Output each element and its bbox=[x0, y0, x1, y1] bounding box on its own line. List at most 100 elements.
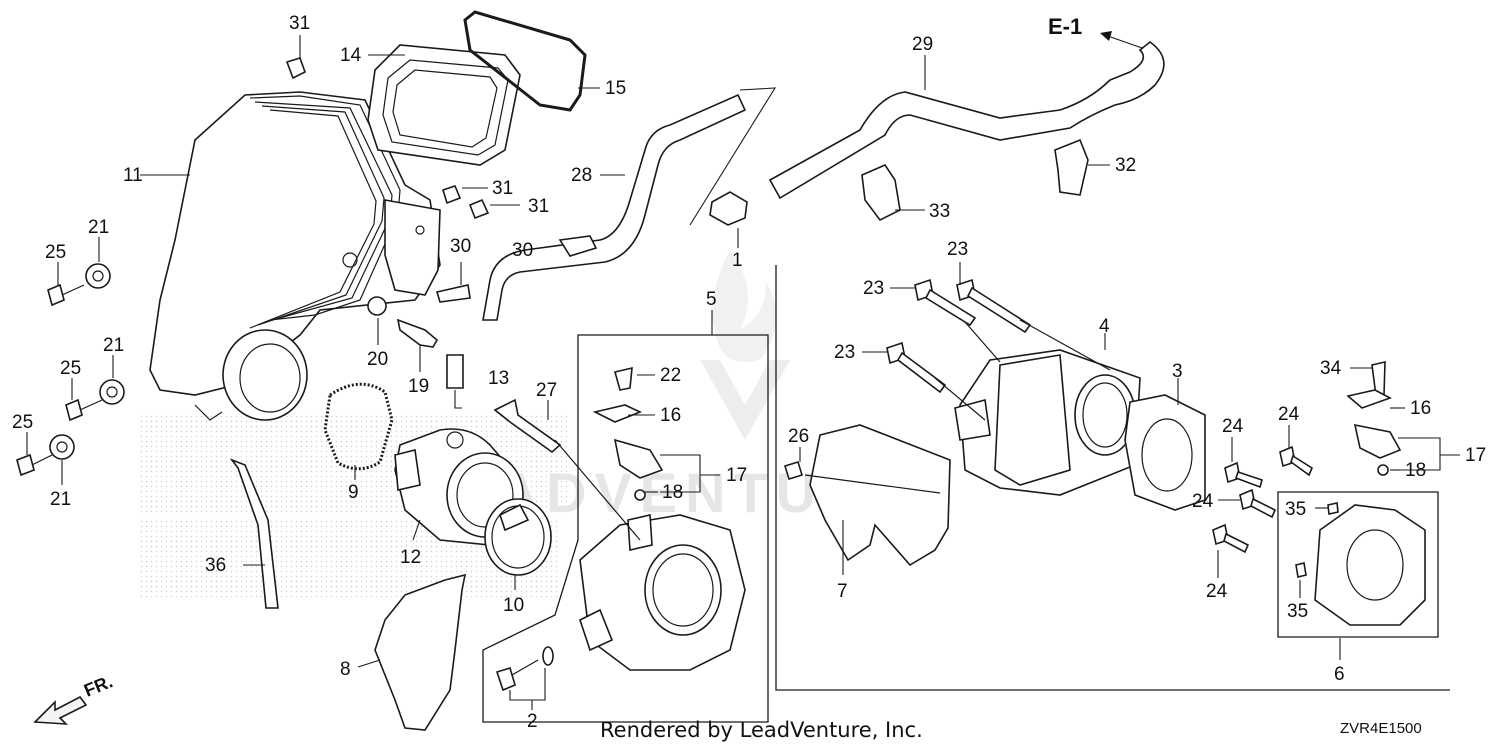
callout-34: 34 bbox=[1320, 358, 1342, 379]
callout-6: 6 bbox=[1334, 664, 1345, 685]
mounting-rubber bbox=[49, 434, 75, 460]
callout-27: 27 bbox=[536, 380, 557, 401]
callout-24: 24 bbox=[1278, 404, 1300, 425]
callout-3: 3 bbox=[1172, 361, 1183, 382]
hose-clamp bbox=[861, 163, 901, 222]
callout-1: 1 bbox=[732, 250, 743, 271]
callout-15: 15 bbox=[605, 78, 626, 99]
rubber-mount bbox=[367, 296, 387, 316]
callout-33: 33 bbox=[929, 201, 950, 222]
iat-sensor bbox=[396, 318, 439, 348]
flange-bolt-24 bbox=[1239, 488, 1277, 519]
o-ring-18 bbox=[1377, 464, 1389, 476]
callout-16: 16 bbox=[660, 405, 681, 426]
leader-lines bbox=[26, 35, 1460, 710]
callout-14: 14 bbox=[340, 45, 362, 66]
callout-17: 17 bbox=[1465, 445, 1486, 466]
breather-tube bbox=[482, 93, 747, 321]
flange-bolt-24 bbox=[1212, 523, 1250, 554]
callout-31: 31 bbox=[492, 178, 513, 199]
dowel-pin bbox=[1327, 502, 1339, 515]
callout-10: 10 bbox=[503, 595, 524, 616]
callout-28: 28 bbox=[571, 165, 592, 186]
callout-26: 26 bbox=[788, 426, 809, 447]
map-sensor bbox=[613, 438, 664, 479]
o-ring bbox=[634, 489, 646, 501]
hose-joint bbox=[709, 191, 748, 226]
flange-bolt-23 bbox=[956, 278, 1032, 334]
callout-numbers: 1 2 3 4 5 6 7 8 9 10 11 12 13 14 15 16 1… bbox=[12, 13, 1486, 732]
callout-18: 18 bbox=[1405, 460, 1426, 481]
callout-23: 23 bbox=[947, 239, 968, 260]
callout-4: 4 bbox=[1099, 316, 1110, 337]
assembly-lines bbox=[554, 319, 1111, 541]
callout-17: 17 bbox=[726, 465, 747, 486]
throttle-body-old bbox=[579, 514, 746, 671]
callout-24: 24 bbox=[1206, 581, 1228, 602]
socket-bolt bbox=[495, 659, 539, 692]
callout-29: 29 bbox=[912, 34, 933, 55]
callout-13: 13 bbox=[488, 368, 509, 389]
reference-label: E-1 bbox=[1048, 14, 1083, 39]
throttle-body-gasket bbox=[1124, 394, 1206, 511]
flange-bolt-23 bbox=[914, 278, 977, 327]
callout-11: 11 bbox=[123, 165, 143, 186]
front-direction-arrow bbox=[33, 695, 88, 725]
flange-bolt bbox=[16, 453, 53, 477]
sensor-plate bbox=[592, 404, 643, 423]
callout-36: 36 bbox=[205, 555, 226, 576]
callout-35: 35 bbox=[1285, 499, 1306, 520]
flange-nut bbox=[784, 461, 803, 480]
diagram-code: ZVR4E1500 bbox=[1340, 720, 1422, 737]
gasket-bore bbox=[1141, 418, 1193, 492]
flange-bolt bbox=[47, 283, 85, 307]
callout-20: 20 bbox=[367, 349, 388, 370]
callout-25: 25 bbox=[45, 242, 66, 263]
air-cleaner-case bbox=[149, 91, 441, 421]
callout-19: 19 bbox=[408, 376, 429, 397]
callout-31: 31 bbox=[289, 13, 310, 34]
callout-8: 8 bbox=[340, 659, 351, 680]
callout-24: 24 bbox=[1192, 491, 1214, 512]
hose-clamp bbox=[1054, 138, 1089, 196]
callout-18: 18 bbox=[662, 482, 683, 503]
breather-joint bbox=[446, 354, 464, 389]
washer bbox=[542, 646, 554, 666]
reference-arrow bbox=[1100, 31, 1143, 49]
rubber-grommet bbox=[285, 57, 306, 80]
right-group-frame bbox=[775, 265, 1450, 691]
mounting-rubber bbox=[99, 379, 125, 405]
dowel-pin bbox=[1295, 562, 1307, 578]
kit-frame-5 bbox=[482, 334, 769, 723]
tube-band bbox=[484, 498, 552, 576]
callout-23: 23 bbox=[834, 342, 855, 363]
callout-21: 21 bbox=[103, 335, 124, 356]
air-cleaner-element bbox=[367, 44, 521, 166]
sensor-plate-16 bbox=[1346, 389, 1392, 409]
element-gasket bbox=[463, 10, 587, 112]
callout-30: 30 bbox=[450, 236, 471, 257]
intake-band bbox=[323, 382, 394, 471]
callout-31: 31 bbox=[528, 196, 549, 217]
callout-9: 9 bbox=[348, 482, 359, 503]
tube-clamp bbox=[435, 284, 471, 303]
callout-24: 24 bbox=[1222, 416, 1244, 437]
callout-5: 5 bbox=[706, 289, 717, 310]
callout-22: 22 bbox=[660, 365, 681, 386]
callout-32: 32 bbox=[1115, 155, 1136, 176]
throttle-body-cover bbox=[374, 573, 467, 731]
drain-tube bbox=[229, 458, 279, 609]
throttle-body-assy bbox=[954, 349, 1141, 496]
callout-30: 30 bbox=[512, 240, 533, 261]
rubber-grommet bbox=[468, 198, 490, 220]
callout-25: 25 bbox=[12, 412, 33, 433]
callout-35: 35 bbox=[1287, 601, 1308, 622]
throttle-body-cover-6 bbox=[1314, 504, 1426, 626]
callout-7: 7 bbox=[837, 581, 848, 602]
flange-bolt bbox=[65, 398, 103, 422]
callout-21: 21 bbox=[88, 217, 109, 238]
flange-bolt-24 bbox=[1224, 461, 1263, 489]
map-sensor-17 bbox=[1353, 423, 1402, 459]
screw bbox=[614, 366, 633, 391]
